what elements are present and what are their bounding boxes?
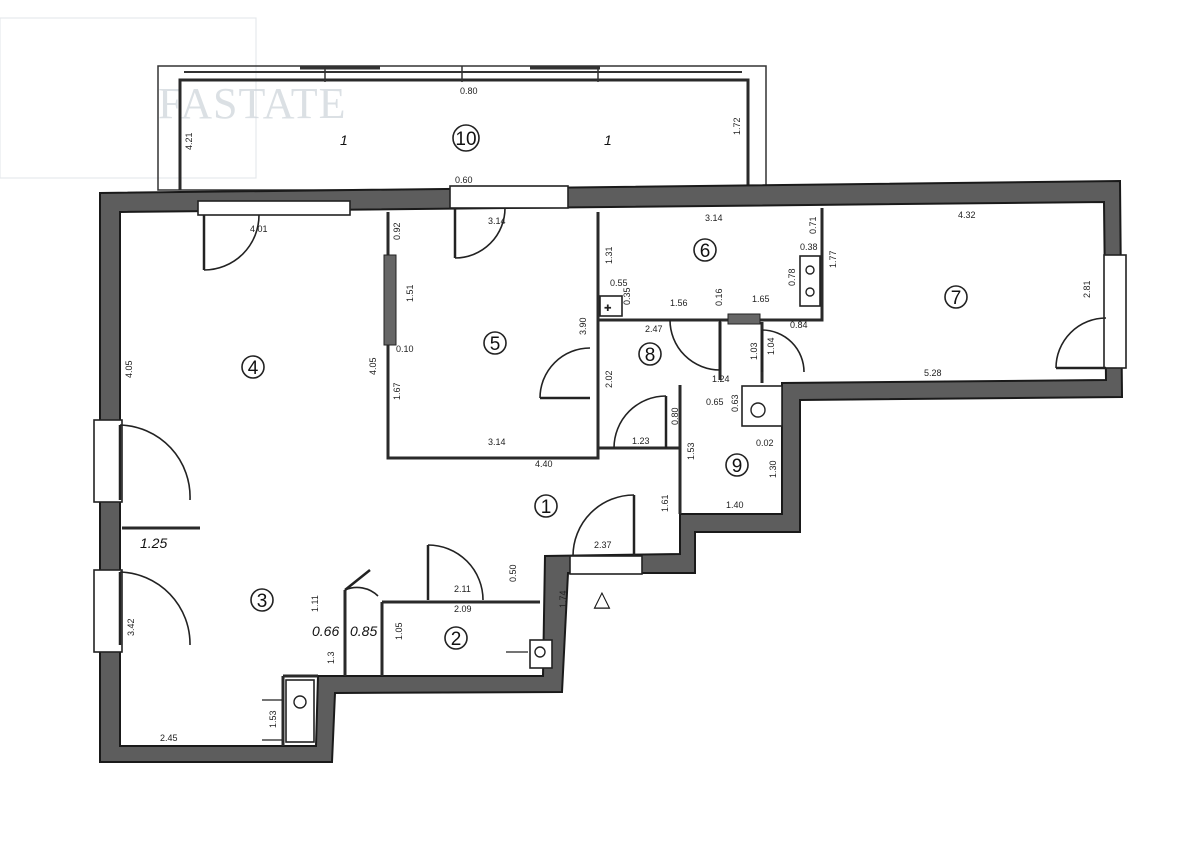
room-6-label: 6 <box>693 238 717 262</box>
svg-text:✚: ✚ <box>604 303 612 313</box>
svg-text:4: 4 <box>248 358 259 379</box>
dim: 4.32 <box>958 210 976 220</box>
dim: 0.60 <box>455 175 473 185</box>
dim: 0.65 <box>706 397 724 407</box>
dim: 1.05 <box>394 622 404 640</box>
dim: 1.56 <box>670 298 688 308</box>
watermark-box <box>0 17 257 179</box>
interior-walls <box>122 208 824 746</box>
dim: 2.45 <box>160 733 178 743</box>
dim: 4.21 <box>184 132 194 150</box>
dim: 1.25 <box>140 535 167 551</box>
room-labels: 1 2 3 4 5 6 7 8 9 10 <box>241 124 968 650</box>
dim: 0.63 <box>730 394 740 412</box>
dim: 3.90 <box>578 317 588 335</box>
dim: 1 <box>340 132 348 148</box>
dim: 2.81 <box>1082 280 1092 298</box>
entrance-opening <box>569 555 643 575</box>
window-room7-right <box>1103 254 1127 369</box>
dim: 1.31 <box>604 246 614 264</box>
svg-text:7: 7 <box>951 288 962 309</box>
dim: 3.14 <box>705 213 723 223</box>
dim: 4.05 <box>124 360 134 378</box>
fixtures: ✚ <box>262 255 821 743</box>
dim: 1.51 <box>405 284 415 302</box>
dim: 4.01 <box>250 224 268 234</box>
dim: 0.78 <box>787 268 797 286</box>
room-10-label: 10 <box>452 124 480 152</box>
outer-wall <box>99 179 1124 763</box>
dim: 3.14 <box>488 216 506 226</box>
dim: 0.02 <box>756 438 774 448</box>
svg-text:5: 5 <box>490 334 501 355</box>
dim: 1.61 <box>660 494 670 512</box>
svg-text:10: 10 <box>455 129 476 150</box>
dim: 1.40 <box>726 500 744 510</box>
room-1-label: 1 <box>534 494 558 518</box>
dim: 1.53 <box>686 442 696 460</box>
dim: 1.77 <box>828 250 838 268</box>
dim: 0.71 <box>808 216 818 234</box>
entrance-marker: △ <box>594 587 611 612</box>
dim: 0.84 <box>790 320 808 330</box>
dim: 3.42 <box>126 618 136 636</box>
dim: 1 <box>604 132 612 148</box>
room-3-label: 3 <box>250 588 274 612</box>
room-8-label: 8 <box>638 342 662 366</box>
window-room4-top <box>197 200 351 216</box>
dim: 5.28 <box>924 368 942 378</box>
dim: 2.11 <box>454 584 471 594</box>
dim: 0.80 <box>670 407 680 425</box>
svg-text:8: 8 <box>645 345 656 366</box>
room-2-label: 2 <box>444 626 468 650</box>
doors <box>118 207 1107 646</box>
dim: 2.02 <box>604 370 614 388</box>
svg-text:6: 6 <box>700 241 711 262</box>
dim: 1.03 <box>749 342 759 360</box>
watermark: FASTATE <box>158 79 346 128</box>
dim: 1.30 <box>768 460 778 478</box>
dim: 1.72 <box>732 117 742 135</box>
svg-text:1: 1 <box>541 497 552 518</box>
dim: 3.14 <box>488 437 506 447</box>
window-room3-left <box>93 569 123 653</box>
dim: 1.23 <box>632 436 650 446</box>
window-room4-left <box>93 419 123 503</box>
dim: 1.11 <box>310 595 320 612</box>
dimension-labels: 1 1 0.80 4.21 1.72 0.60 4.01 3.14 3.14 4… <box>124 86 1092 743</box>
room-9-label: 9 <box>725 453 749 477</box>
dim: 0.66 <box>312 623 339 639</box>
dim: 1.67 <box>392 382 402 400</box>
svg-text:9: 9 <box>732 456 743 477</box>
dim: 0.16 <box>714 288 724 306</box>
svg-text:3: 3 <box>257 591 268 612</box>
dim: 0.80 <box>460 86 478 96</box>
room-5-label: 5 <box>483 331 507 355</box>
dim: 0.85 <box>350 623 377 639</box>
dim: 1.53 <box>268 710 278 728</box>
dim: 0.38 <box>800 242 818 252</box>
dim: 2.37 <box>594 540 612 550</box>
room-7-label: 7 <box>944 285 968 309</box>
dim: 4.40 <box>535 459 553 469</box>
dim: 1.74 <box>558 590 568 608</box>
room-4-label: 4 <box>241 355 265 379</box>
dim: 1.04 <box>766 337 776 355</box>
dim: 1.3 <box>326 651 336 664</box>
dim: 0.55 <box>610 278 628 288</box>
dim: 0.50 <box>508 564 518 582</box>
dim: 0.10 <box>396 344 414 354</box>
svg-text:2: 2 <box>451 629 462 650</box>
dim: 2.47 <box>645 324 663 334</box>
dim: 2.09 <box>454 604 472 614</box>
dim: 1.24 <box>712 374 730 384</box>
dim: 1.65 <box>752 294 770 304</box>
window-room5-top <box>449 185 569 209</box>
dim: 0.92 <box>392 222 402 240</box>
dim: 0.35 <box>622 287 632 305</box>
dim: 4.05 <box>368 357 378 375</box>
